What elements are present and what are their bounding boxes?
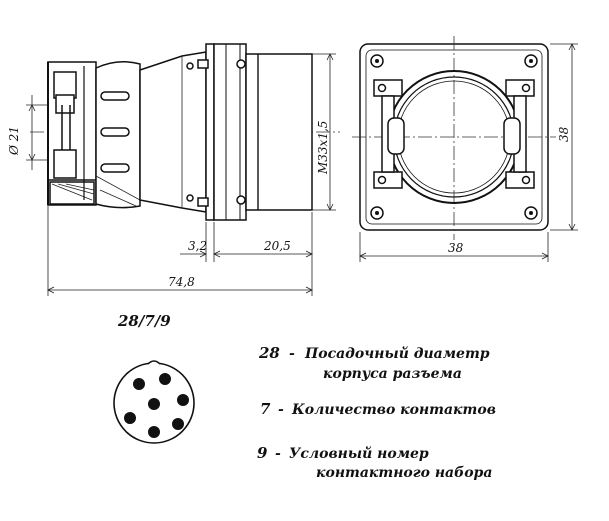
legend-line2: корпуса разъема <box>323 366 462 382</box>
legend-item-28: 28 - Посадочный диаметр корпуса разъема <box>258 344 490 382</box>
dim-bottom-lines <box>47 206 313 296</box>
side-view: Ø 21 M33x1,5 3,2 20,5 74,8 <box>7 43 340 296</box>
legend-line2: контактного набора <box>316 465 492 481</box>
dim-height-38-label: 38 <box>557 126 571 142</box>
contact-pin <box>133 378 145 390</box>
contact-pin <box>148 398 160 410</box>
legend-line1: Посадочный диаметр <box>304 345 490 362</box>
legend-dash: - <box>289 346 295 362</box>
front-view: 38 38 <box>352 36 578 262</box>
dim-20-5-label: 20,5 <box>263 239 291 253</box>
legend-item-9: 9 - Условный номер контактного набора <box>257 444 492 481</box>
legend-num: 7 <box>260 400 271 418</box>
contact-pattern <box>113 360 195 444</box>
coupling-nut <box>95 61 141 209</box>
dim-3-2-label: 3,2 <box>188 239 207 253</box>
dim-diameter-label: Ø 21 <box>7 126 21 156</box>
dim-thread-label: M33x1,5 <box>316 121 330 175</box>
designation-code: 28/7/9 <box>117 312 171 330</box>
legend-line1: Количество контактов <box>291 402 496 418</box>
legend-item-7: 7 - Количество контактов <box>260 400 496 418</box>
dim-width-38-label: 38 <box>448 241 464 255</box>
legend-line1: Условный номер <box>289 445 429 462</box>
connector-body <box>139 51 207 213</box>
contact-pin <box>177 394 189 406</box>
contact-pin <box>159 373 171 385</box>
dim-74-8-label: 74,8 <box>168 275 195 289</box>
cable-clamp <box>47 61 97 206</box>
legend-dash: - <box>278 402 284 418</box>
contact-pin <box>148 426 160 438</box>
flange <box>197 43 247 221</box>
legend-num: 9 <box>257 444 268 462</box>
dim-diameter-21: Ø 21 <box>7 95 48 170</box>
legend: 28 - Посадочный диаметр корпуса разъема … <box>257 344 496 481</box>
contact-pin <box>124 412 136 424</box>
threaded-sleeve <box>245 53 313 211</box>
contact-pin <box>172 418 184 430</box>
legend-num: 28 <box>258 344 280 362</box>
dim-thread: M33x1,5 <box>312 53 336 211</box>
legend-dash: - <box>275 446 281 462</box>
